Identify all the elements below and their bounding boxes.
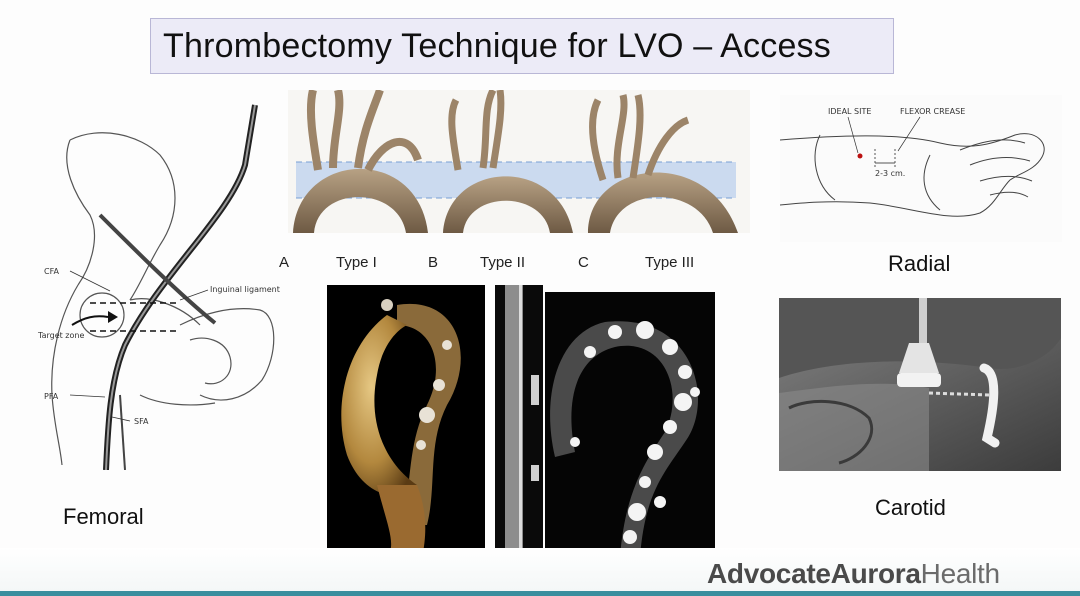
arch-letter-c: C — [578, 254, 589, 271]
ct-3d-aorta-image — [327, 285, 485, 557]
label-cfa: CFA — [44, 267, 59, 276]
arch-letter-a: A — [279, 254, 290, 271]
title-box: Thrombectomy Technique for LVO – Access — [150, 18, 894, 74]
carotid-label: Carotid — [875, 495, 946, 520]
label-flexor-crease: FLEXOR CREASE — [900, 107, 966, 116]
arch-type-i-label: Type I — [336, 254, 377, 271]
arch-letter-b: B — [428, 254, 439, 271]
femoral-label: Femoral — [63, 504, 144, 529]
ct-sagittal-strip-image — [495, 285, 543, 557]
label-ideal-site: IDEAL SITE — [828, 107, 872, 116]
label-inguinal-ligament: Inguinal ligament — [210, 285, 280, 294]
brand-part-advocate: Advocate — [707, 558, 831, 589]
brand-part-aurora: Aurora — [830, 558, 921, 589]
brand-logo: AdvocateAuroraHealth — [707, 558, 1000, 590]
radial-label: Radial — [888, 251, 951, 276]
slide-title: Thrombectomy Technique for LVO – Access — [163, 27, 831, 65]
radial-illustration: IDEAL SITE FLEXOR CREASE 2-3 cm. — [780, 95, 1062, 242]
arch-type-ii-label: Type II — [480, 254, 526, 271]
femoral-illustration: CFA Inguinal ligament Target zone PFA SF… — [30, 95, 280, 470]
carotid-ultrasound-image — [779, 298, 1061, 471]
aortic-arch-types-image — [288, 90, 750, 233]
footer-band — [0, 548, 1080, 596]
label-target-zone: Target zone — [38, 331, 85, 340]
label-pfa: PFA — [44, 392, 59, 401]
label-sfa: SFA — [134, 417, 149, 426]
footer-accent-line — [0, 591, 1080, 596]
brand-part-health: Health — [920, 558, 1000, 589]
arch-type-iii-label: Type III — [645, 254, 695, 271]
ct-calcification-image — [545, 292, 715, 557]
label-distance: 2-3 cm. — [875, 169, 906, 178]
